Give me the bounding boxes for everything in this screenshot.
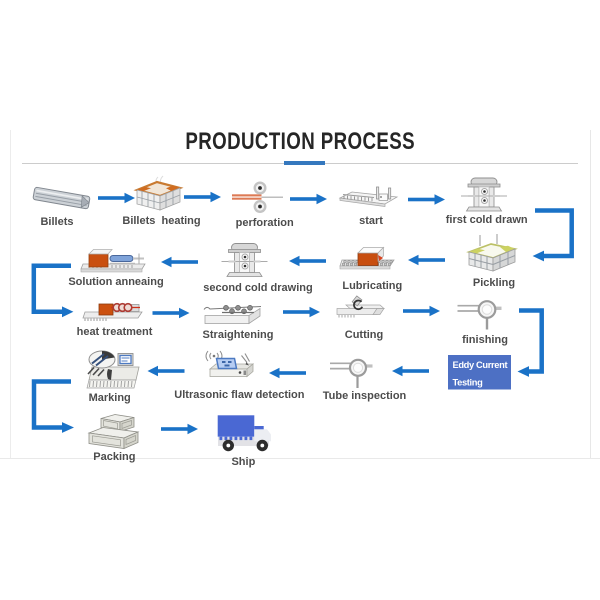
svg-text:Testing: Testing (453, 377, 484, 387)
svg-text:Eddy Current: Eddy Current (453, 360, 508, 370)
